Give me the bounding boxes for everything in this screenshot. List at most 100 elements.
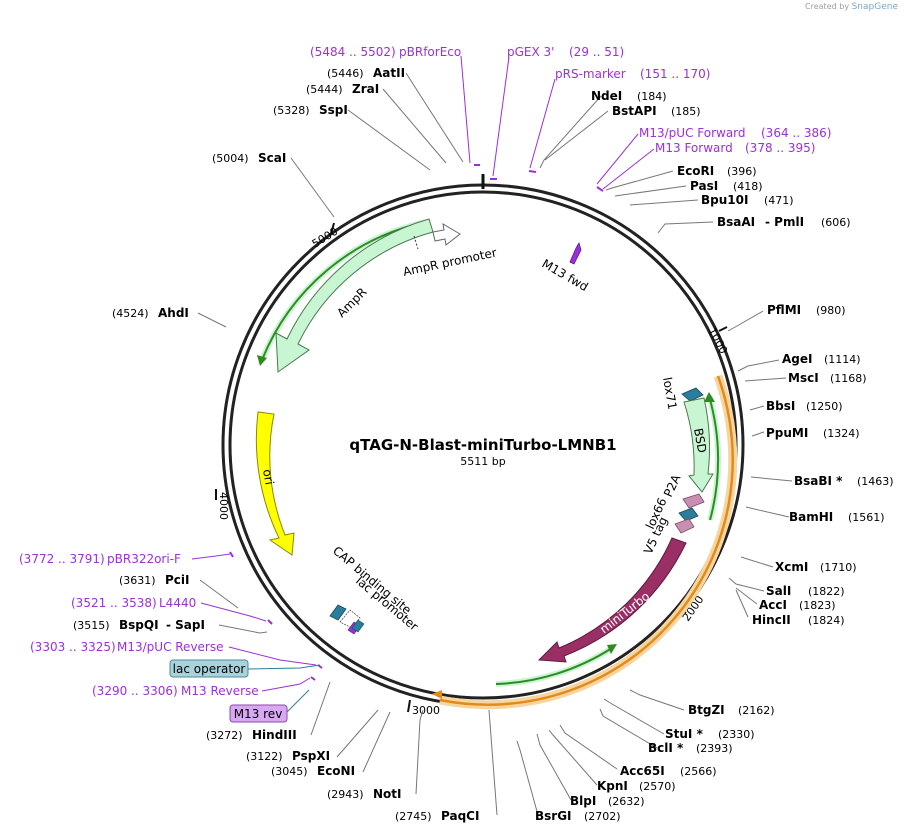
enzyme-sapi: - SapI	[166, 618, 205, 632]
lac-operator-tag: lac operator	[169, 659, 249, 678]
enzyme-aatii-pos: (5446)	[327, 67, 364, 80]
tick-1000: 1000	[705, 325, 730, 356]
m13-fwd-label: M13 fwd	[540, 256, 591, 294]
enzyme-hindiii-pos: (3272)	[206, 729, 243, 742]
ampr-feature	[275, 218, 434, 373]
lox71-label: lox71	[660, 376, 679, 411]
enzyme-bsrgi-pos: (2702)	[584, 810, 621, 823]
primer-pbrforeco: pBRforEco	[399, 45, 461, 59]
primer-marks	[229, 164, 604, 681]
tick-3000: 3000	[407, 699, 440, 717]
enzyme-bbsi: BbsI	[766, 399, 795, 413]
plasmid-size: 5511 bp	[460, 455, 505, 468]
enzyme-bstapi-pos: (185)	[671, 105, 701, 118]
enzyme-econi-pos: (3045)	[271, 765, 308, 778]
primer-labels: (5484 .. 5502) pBRforEco pGEX 3' (29 .. …	[19, 45, 831, 698]
enzyme-pflmi: PflMI	[767, 303, 801, 317]
primer-pgex3: pGEX 3'	[507, 45, 554, 59]
primer-l4440: L4440	[159, 596, 196, 610]
enzyme-pcii: PciI	[165, 573, 190, 587]
enzyme-sali-pos: (1822)	[808, 585, 845, 598]
enzyme-ppumi-pos: (1324)	[823, 427, 860, 440]
enzyme-pspxi: PspXI	[292, 749, 330, 763]
enzyme-zrai: ZraI	[352, 82, 379, 96]
enzyme-labels: NdeI (184) BstAPI (185) EcoRI (396) PasI…	[73, 66, 894, 823]
v5-tag-feature	[674, 518, 695, 534]
enzyme-blpi: BlpI	[570, 794, 596, 808]
primer-leader-lines	[191, 55, 655, 692]
enzyme-scai: ScaI	[258, 151, 286, 165]
enzyme-btgzi-pos: (2162)	[738, 704, 775, 717]
p2a-feature	[682, 493, 705, 509]
primer-m13-reverse: M13 Reverse	[181, 684, 259, 698]
svg-text:1000: 1000	[705, 325, 730, 356]
enzyme-btgzi: BtgZI	[688, 703, 725, 717]
p2a-label: P2A	[661, 472, 684, 500]
amp-orf-arrowhead	[257, 355, 267, 366]
tick-4000: 4000	[215, 489, 230, 520]
enzyme-bspqi-pos: (3515)	[73, 619, 110, 632]
feature-leader-lines	[247, 664, 321, 714]
enzyme-agei-pos: (1114)	[824, 353, 861, 366]
enzyme-pcii-pos: (3631)	[119, 574, 156, 587]
svg-text:4000: 4000	[217, 492, 230, 520]
primer-m13-forward-range: (378 .. 395)	[745, 141, 815, 155]
enzyme-bbsi-pos: (1250)	[806, 400, 843, 413]
ori-label: ori	[260, 468, 276, 486]
enzyme-bsrgi: BsrGI	[535, 809, 572, 823]
primer-m13-reverse-range: (3290 .. 3306)	[92, 684, 178, 698]
enzyme-pspxi-pos: (3122)	[246, 750, 283, 763]
bsd-label: BSD	[691, 427, 709, 454]
enzyme-hindiii: HindIII	[252, 728, 297, 742]
enzyme-acc65i-pos: (2566)	[680, 765, 717, 778]
enzyme-bamhi-pos: (1561)	[848, 511, 885, 524]
primer-pbr322ori-f-range: (3772 .. 3791)	[19, 552, 105, 566]
enzyme-bspqi: BspQI	[119, 618, 159, 632]
primer-m13-forward: M13 Forward	[655, 141, 733, 155]
enzyme-agei: AgeI	[782, 352, 812, 366]
enzyme-leader-lines	[197, 72, 793, 816]
enzyme-hincii: HincII	[752, 613, 791, 627]
primer-m13-puc-forward: M13/pUC Forward	[639, 126, 746, 140]
enzyme-ahdi: AhdI	[158, 306, 189, 320]
enzyme-bsabi: BsaBI *	[794, 474, 843, 488]
enzyme-zrai-pos: (5444)	[306, 83, 343, 96]
enzyme-acci: AccI	[759, 598, 787, 612]
enzyme-kpni: KpnI	[597, 779, 628, 793]
enzyme-stui-pos: (2330)	[718, 728, 755, 741]
ampr-label: AmpR	[334, 285, 369, 320]
enzyme-acci-pos: (1823)	[799, 599, 836, 612]
enzyme-msci-pos: (1168)	[830, 372, 867, 385]
enzyme-noti: NotI	[373, 787, 402, 801]
primer-pbrforeco-range: (5484 .. 5502)	[310, 45, 396, 59]
lac-operator-feature	[351, 619, 365, 633]
enzyme-sspi: SspI	[319, 103, 348, 117]
enzyme-paqci: PaqCI	[441, 809, 479, 823]
miniturbo-feature	[537, 537, 687, 663]
enzyme-bcli-pos: (2393)	[696, 742, 733, 755]
miniturbo-label: miniTurbo	[597, 589, 652, 636]
lox66-feature	[678, 507, 699, 522]
enzyme-kpni-pos: (2570)	[639, 780, 676, 793]
primer-m13-puc-forward-range: (364 .. 386)	[761, 126, 831, 140]
enzyme-pflmi-pos: (980)	[816, 304, 846, 317]
enzyme-stui: StuI *	[665, 727, 704, 741]
lox71-feature	[681, 387, 704, 402]
snapgene-credit: Created by SnapGene	[805, 2, 898, 12]
enzyme-xcmi: XcmI	[775, 560, 808, 574]
enzyme-xcmi-pos: (1710)	[820, 561, 857, 574]
enzyme-blpi-pos: (2632)	[608, 795, 645, 808]
orf-arrowhead-1	[704, 392, 715, 402]
enzyme-aatii: AatII	[373, 66, 405, 80]
primer-m13-puc-reverse-range: (3303 .. 3325)	[30, 640, 116, 654]
enzyme-bsabi-pos: (1463)	[857, 475, 894, 488]
enzyme-bsaai-pos: (606)	[821, 216, 851, 229]
enzyme-bcli: BclI *	[648, 741, 684, 755]
enzyme-scai-pos: (5004)	[212, 152, 249, 165]
primer-m13-puc-reverse: M13/pUC Reverse	[117, 640, 224, 654]
enzyme-sspi-pos: (5328)	[273, 104, 310, 117]
enzyme-msci: MscI	[788, 371, 819, 385]
plasmid-name: qTAG-N-Blast-miniTurbo-LMNB1	[349, 436, 616, 454]
insert-arrowhead	[432, 690, 442, 699]
